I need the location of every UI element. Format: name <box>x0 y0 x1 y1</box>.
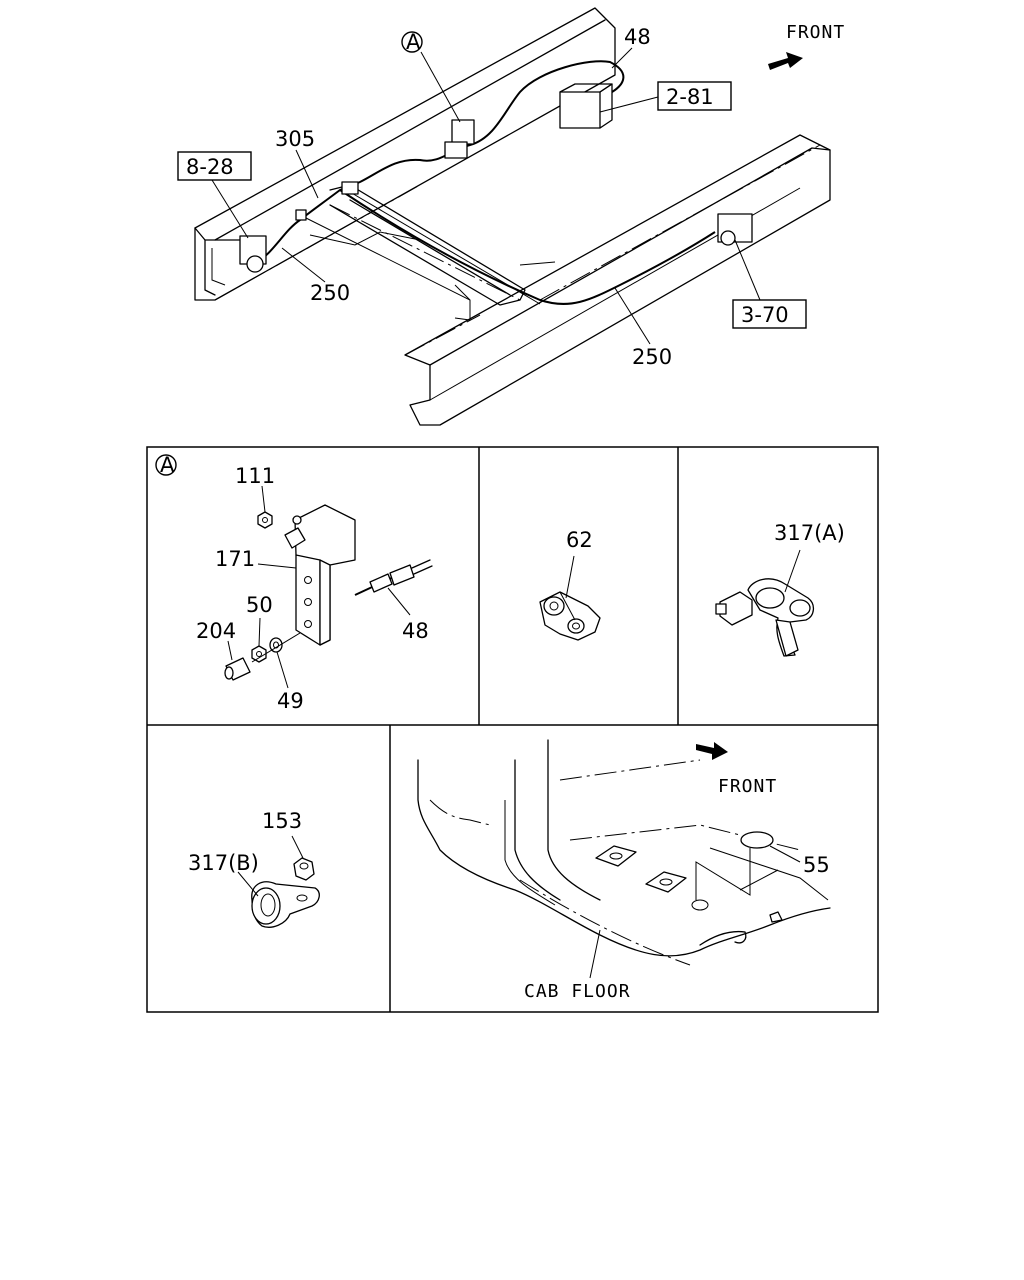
part-204[interactable]: 204 <box>196 619 236 643</box>
floor-pad-2 <box>645 871 687 893</box>
floor-pad-1 <box>595 845 637 867</box>
ref-box-8-28[interactable] <box>177 151 252 181</box>
detail-317a-panel: 317(A) <box>715 521 845 657</box>
ref-circle-a-top <box>401 31 423 53</box>
front-label-top: FRONT <box>786 22 845 43</box>
fitting-48 <box>354 559 433 596</box>
front-arrow-cab-icon <box>696 742 728 760</box>
left-frame-rail <box>194 7 616 301</box>
connector-2-81 <box>559 91 601 129</box>
part-50[interactable]: 50 <box>246 593 273 617</box>
detail-grid <box>146 446 879 1013</box>
part-250-right[interactable]: 250 <box>632 345 672 369</box>
ref-box-2-81[interactable] <box>657 81 732 111</box>
front-arrow-icon <box>768 52 803 70</box>
part-62[interactable]: 62 <box>566 528 593 552</box>
ref-box-3-70[interactable] <box>732 299 807 329</box>
ref-8-28-label[interactable]: 8-28 <box>186 155 234 179</box>
right-frame-rail <box>404 134 831 426</box>
washer-49 <box>269 637 283 653</box>
detail-a-circle <box>155 454 177 476</box>
ref-2-81-label[interactable]: 2-81 <box>666 85 714 109</box>
part-111[interactable]: 111 <box>235 464 275 488</box>
nut-50 <box>251 645 267 663</box>
part-55[interactable]: 55 <box>803 853 830 877</box>
part-171[interactable]: 171 <box>215 547 255 571</box>
front-label-cab: FRONT <box>718 776 777 797</box>
detail-cab-floor-panel: FRONT 55 CAB FLOOR <box>417 739 831 1002</box>
part-250-left[interactable]: 250 <box>310 281 350 305</box>
clip-317a <box>715 578 815 657</box>
part-48-detail[interactable]: 48 <box>402 619 429 643</box>
part-317a[interactable]: 317(A) <box>774 521 845 545</box>
detail-a-letter: A <box>160 453 175 477</box>
ref-a-top-letter: A <box>406 30 421 54</box>
detail-a-panel: A <box>155 453 433 713</box>
part-49[interactable]: 49 <box>277 689 304 713</box>
part-153[interactable]: 153 <box>262 809 302 833</box>
nut-111 <box>257 511 273 529</box>
nut-153 <box>293 857 315 881</box>
bracket-a <box>451 119 475 145</box>
detail-62-panel: 62 <box>539 528 601 641</box>
clip-317b <box>251 881 320 928</box>
chassis-overview: FRONT A 48 2-81 305 8-28 250 3-70 250 <box>177 7 845 426</box>
part-317b[interactable]: 317(B) <box>188 851 259 875</box>
part-305[interactable]: 305 <box>275 127 315 151</box>
part-48-top[interactable]: 48 <box>624 25 651 49</box>
ref-3-70-label[interactable]: 3-70 <box>741 303 789 327</box>
detail-317b-panel: 153 317(B) <box>188 809 320 928</box>
cab-floor-label: CAB FLOOR <box>524 981 631 1002</box>
clip-62 <box>539 591 601 641</box>
plug-55 <box>740 831 774 849</box>
